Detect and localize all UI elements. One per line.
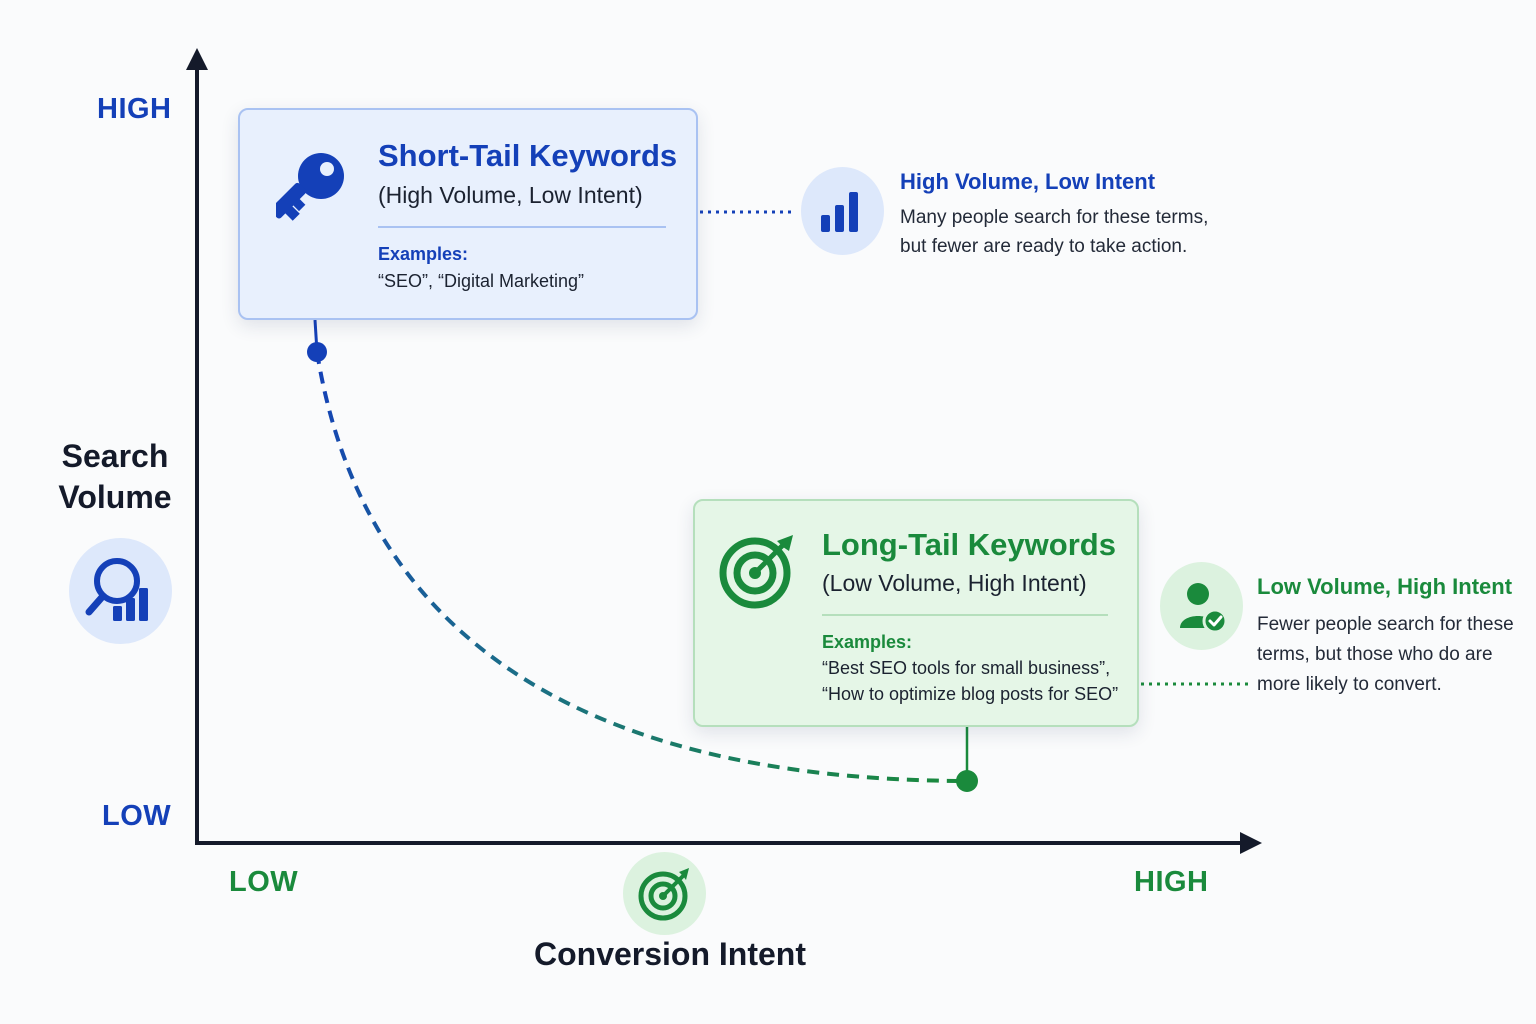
search-chart-icon [69,538,172,644]
target-icon [623,852,706,935]
short-tail-point [307,342,327,362]
short-tail-note-title: High Volume, Low Intent [900,169,1156,194]
x-axis-title: Conversion Intent [533,936,806,972]
short-tail-subtitle: (High Volume, Low Intent) [378,182,643,208]
x-axis-arrowhead [1240,832,1262,854]
long-tail-note-line-2: terms, but those who do are [1257,644,1493,665]
short-tail-example: “SEO”, “Digital Marketing” [378,271,585,291]
short-tail-divider [378,226,666,228]
long-tail-subtitle: (Low Volume, High Intent) [822,570,1087,596]
y-axis-arrowhead [186,48,208,70]
long-tail-note-title: Low Volume, High Intent [1257,574,1513,599]
long-tail-title: Long-Tail Keywords [822,527,1116,562]
long-tail-example-1: “Best SEO tools for small business”, [822,658,1111,678]
y-axis-high-label: HIGH [97,93,172,125]
long-tail-note-line-1: Fewer people search for these [1257,614,1514,635]
short-tail-examples-label: Examples: [378,244,469,264]
user-check-icon [1160,562,1243,650]
y-axis-low-label: LOW [102,800,172,832]
target-arrow-icon [717,529,799,611]
x-axis-low-label: LOW [229,866,299,898]
long-tail-examples-label: Examples: [822,632,913,652]
long-tail-point [956,770,978,792]
short-tail-card: Short-Tail Keywords (High Volume, Low In… [238,108,698,320]
bar-chart-icon [801,167,884,255]
long-tail-divider [822,614,1108,616]
long-tail-card: Long-Tail Keywords (Low Volume, High Int… [693,499,1139,727]
short-tail-note-line-2: but fewer are ready to take action. [900,236,1188,257]
short-tail-note-line-1: Many people search for these terms, [900,207,1209,228]
key-icon [270,148,348,226]
y-axis-title: Search Volume [58,438,172,515]
x-axis-high-label: HIGH [1134,866,1209,898]
long-tail-example-2: “How to optimize blog posts for SEO” [822,684,1119,704]
long-tail-note-line-3: more likely to convert. [1257,674,1442,695]
short-tail-title: Short-Tail Keywords [378,138,678,173]
